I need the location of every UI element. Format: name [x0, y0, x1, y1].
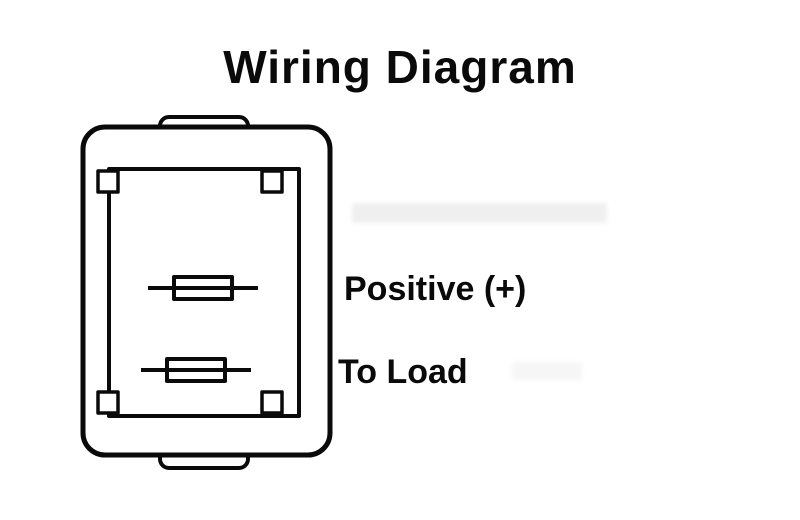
corner-clip-top-left: [96, 169, 120, 194]
load-terminal: [141, 357, 251, 383]
corner-clip-bottom-left: [96, 390, 120, 415]
switch-inner-bezel: [107, 167, 301, 418]
positive-terminal: [148, 275, 258, 301]
page-title: Wiring Diagram: [223, 41, 577, 93]
faded-watermark-artifact: [352, 203, 607, 223]
corner-clip-bottom-right: [260, 390, 284, 415]
faded-watermark-artifact: [512, 362, 582, 380]
positive-terminal-label: Positive (+): [344, 270, 527, 308]
load-terminal-label: To Load: [338, 353, 468, 391]
corner-clip-top-right: [260, 169, 284, 194]
